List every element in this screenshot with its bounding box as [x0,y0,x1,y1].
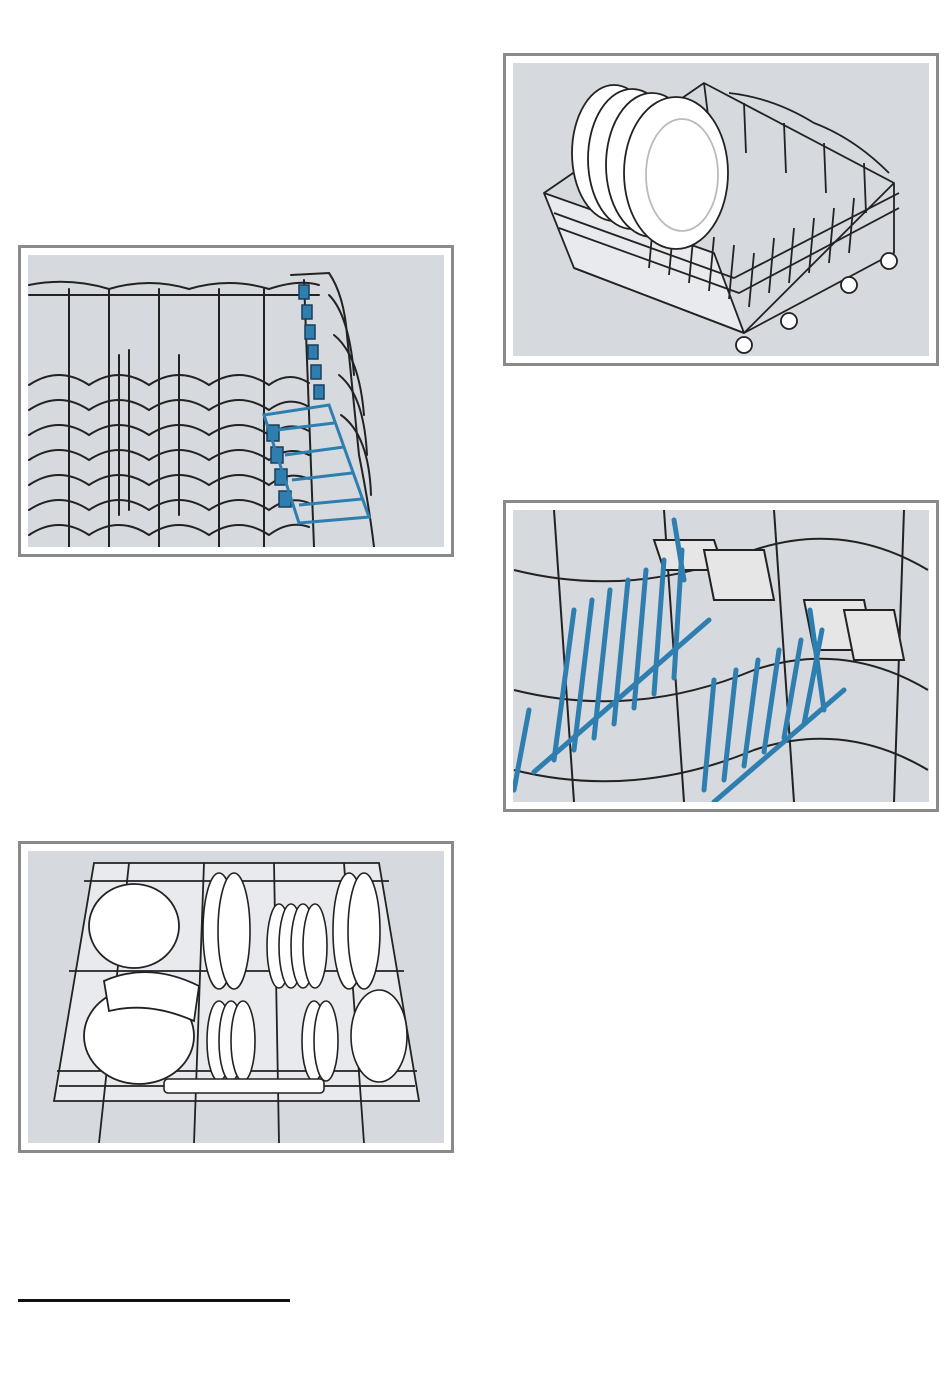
rack-with-blue-shelf-illustration [28,255,444,547]
figure-tines [503,500,939,812]
figure-panel [28,255,444,547]
figure-panel [513,510,929,802]
figure-cutlery-rack [18,245,454,557]
figure-panel [513,63,929,356]
loaded-rack-illustration [28,851,444,1143]
figure-panel [28,851,444,1143]
figure-loaded-rack [18,841,454,1153]
footnote-separator [18,1299,290,1302]
rack-with-plates-illustration [513,63,929,356]
foldable-tines-illustration [513,510,929,802]
figure-plates-rack [503,53,939,366]
